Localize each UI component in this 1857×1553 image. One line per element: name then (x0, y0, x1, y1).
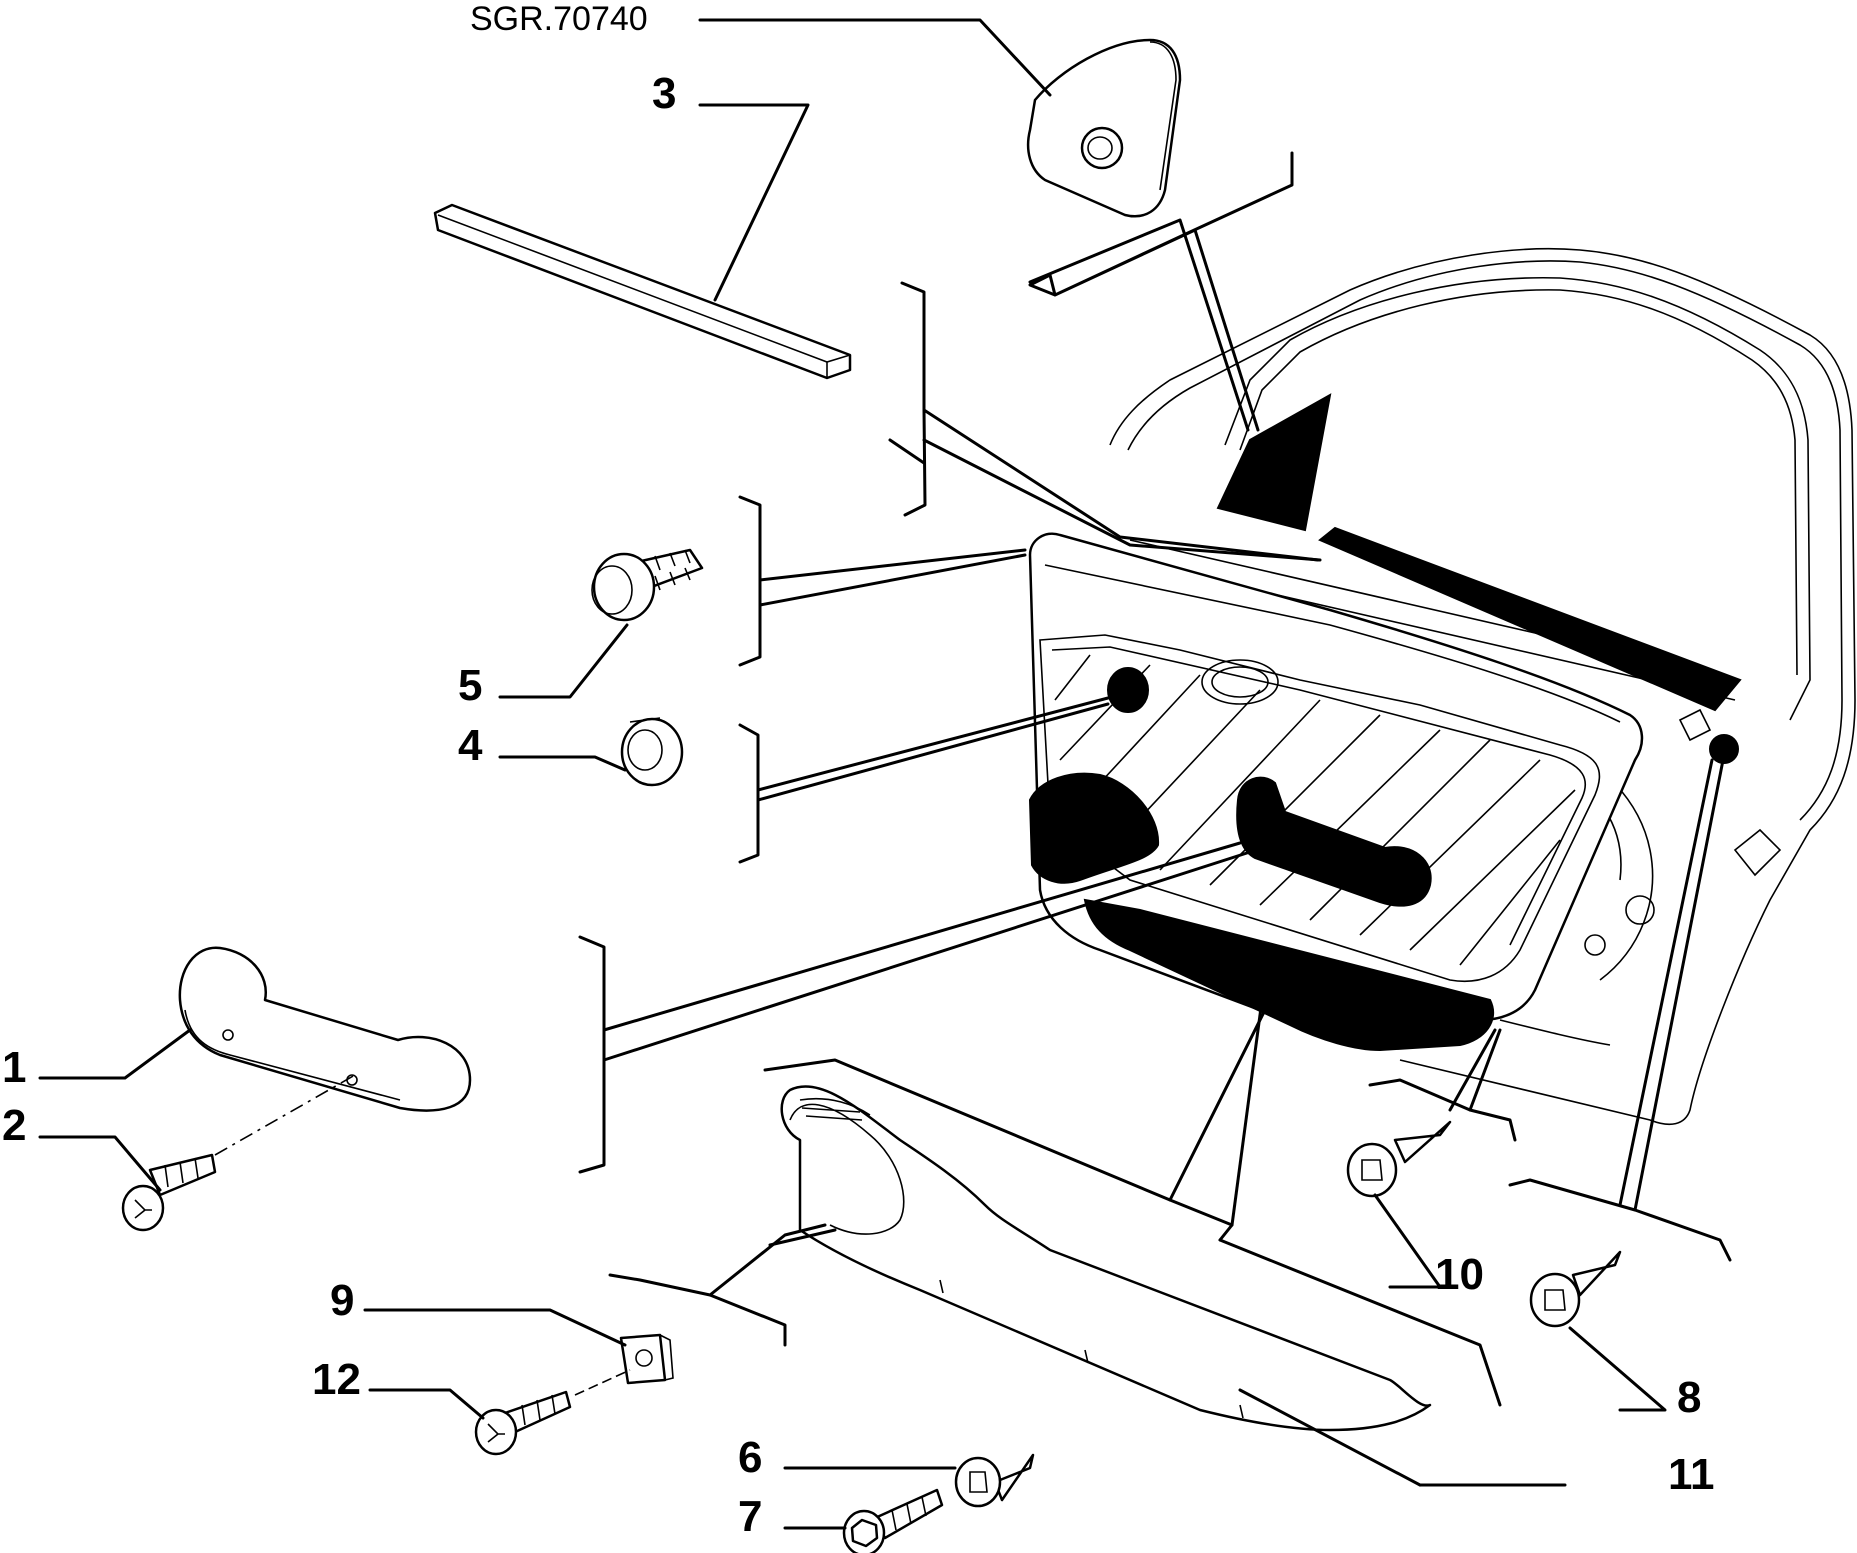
door-trim-panel (1028, 532, 1739, 1052)
retainer-clip (1346, 1120, 1452, 1198)
belt-weatherstrip-installed (1318, 526, 1742, 712)
callout-1: 1 (2, 1043, 26, 1092)
callout-11: 11 (1668, 1450, 1715, 1499)
callout-7: 7 (738, 1492, 762, 1541)
callout-10: 10 (1435, 1250, 1484, 1299)
callout-2: 2 (2, 1101, 26, 1150)
callout-4: 4 (458, 721, 483, 770)
callout-6: 6 (738, 1433, 762, 1482)
callout-3: 3 (652, 69, 676, 118)
door-pocket (780, 1085, 1432, 1432)
callout-9: 9 (330, 1276, 354, 1325)
callout-5: 5 (458, 661, 482, 710)
spacer-washer (954, 1453, 1035, 1508)
screw (842, 1488, 944, 1553)
screw (474, 1390, 572, 1456)
callout-labels: 3 5 4 1 2 9 12 6 7 10 8 11 (2, 69, 1715, 1541)
grab-handle (178, 946, 472, 1112)
retainer-clip (1529, 1250, 1622, 1328)
belt-weatherstrip (433, 203, 852, 380)
screw (121, 1074, 356, 1232)
drawing-reference: SGR.70740 (470, 0, 648, 38)
callout-8: 8 (1677, 1373, 1701, 1422)
callout-12: 12 (312, 1355, 361, 1404)
door-shell (1109, 248, 1856, 1126)
mirror-inner-cover (1026, 38, 1182, 218)
clip-nut (574, 1333, 674, 1396)
grommet (620, 717, 684, 787)
push-clip (591, 548, 704, 622)
leader-lines (38, 18, 1732, 1530)
